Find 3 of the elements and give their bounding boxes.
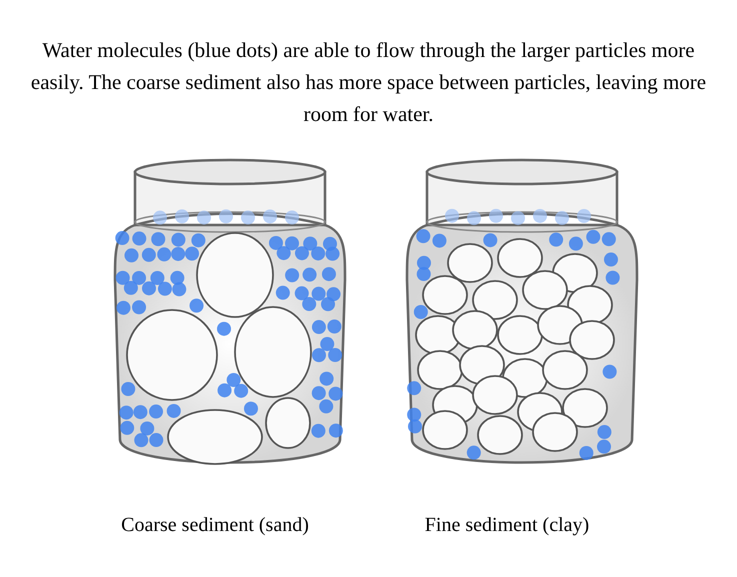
caption-text: Water molecules (blue dots) are able to flow through the larger particles more easily. The coarse sediment also has more space between particles, leaving more room for water. (30, 37, 707, 128)
jar-caption: Coarse sediment (sand) (120, 514, 310, 537)
jar-caption: Fine sediment (clay) (424, 514, 590, 537)
